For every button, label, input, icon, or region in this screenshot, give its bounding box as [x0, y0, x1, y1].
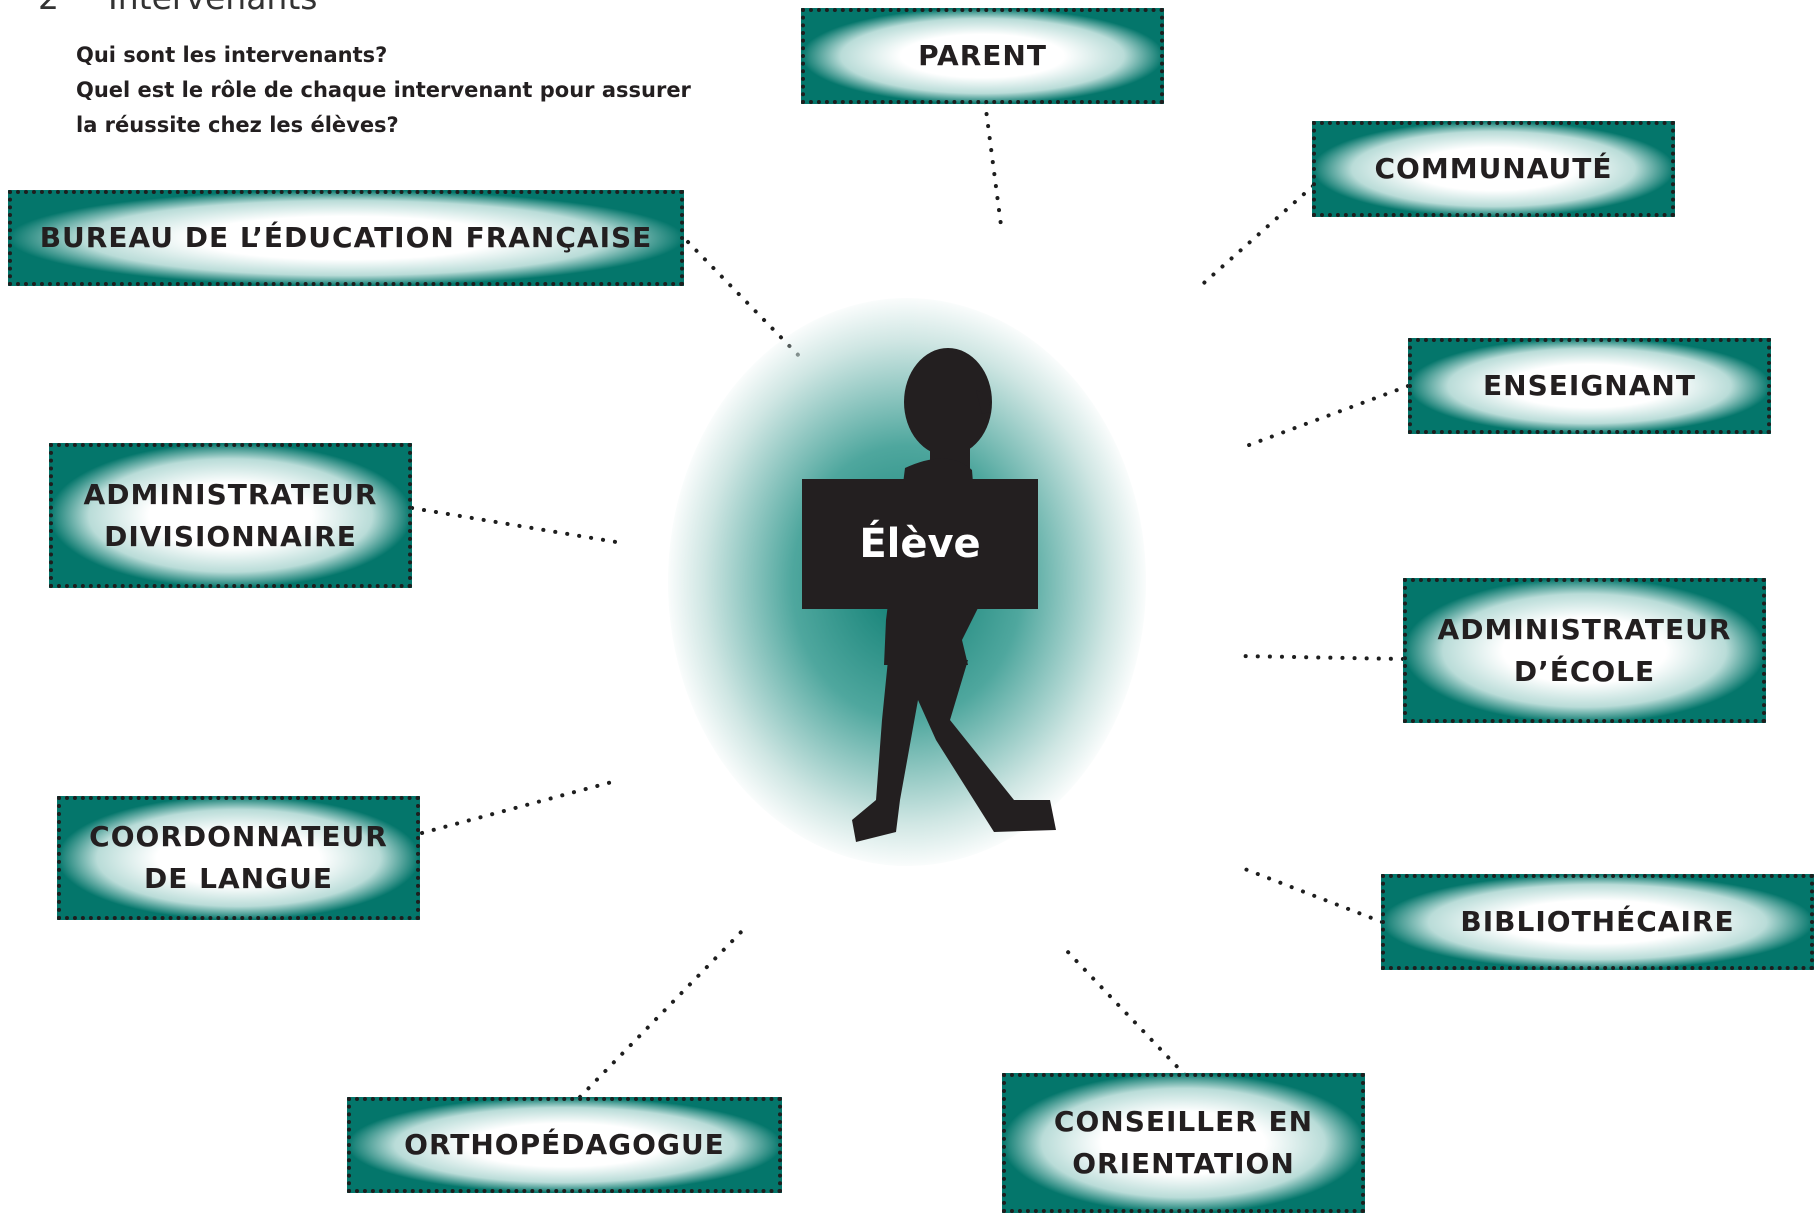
- connector-bibliothecaire: [1235, 864, 1384, 924]
- question-line-3: la réussite chez les élèves?: [76, 113, 399, 137]
- section-number: 2: [38, 0, 108, 17]
- section-title: Intervenants: [108, 0, 317, 17]
- node-parent: PARENT: [801, 8, 1164, 104]
- connector-parent: [983, 100, 1004, 235]
- node-admin-divisionnaire-label: ADMINISTRATEUR DIVISIONNAIRE: [83, 477, 378, 553]
- connector-coordonnateur: [420, 780, 614, 835]
- node-bibliothecaire-label: BIBLIOTHÉCAIRE: [1460, 905, 1735, 938]
- node-bureau-education: BUREAU DE L’ÉDUCATION FRANÇAISE: [8, 190, 684, 286]
- node-communaute: COMMUNAUTÉ: [1312, 121, 1675, 217]
- connector-admin-divisionnaire: [410, 506, 618, 544]
- node-enseignant: ENSEIGNANT: [1408, 338, 1771, 434]
- node-communaute-label: COMMUNAUTÉ: [1374, 152, 1613, 185]
- node-conseiller-orientation: CONSEILLER EN ORIENTATION: [1002, 1073, 1365, 1213]
- connector-bureau: [686, 240, 807, 364]
- node-coordonnateur-label: COORDONNATEUR DE LANGUE: [89, 820, 388, 895]
- node-admin-divisionnaire: ADMINISTRATEUR DIVISIONNAIRE: [49, 443, 412, 588]
- connector-communaute: [1194, 176, 1324, 292]
- node-admin-ecole: ADMINISTRATEUR D’ÉCOLE: [1403, 578, 1766, 723]
- node-orthopedagogue: ORTHOPÉDAGOGUE: [347, 1097, 782, 1193]
- node-admin-ecole-label: ADMINISTRATEUR D’ÉCOLE: [1437, 612, 1732, 688]
- node-enseignant-label: ENSEIGNANT: [1483, 369, 1696, 402]
- section-heading: 2Intervenants: [38, 0, 317, 17]
- connector-conseiller: [1064, 948, 1187, 1077]
- node-orthopedagogue-label: ORTHOPÉDAGOGUE: [404, 1128, 725, 1161]
- eleve-label: Élève: [859, 521, 981, 567]
- node-bibliothecaire: BIBLIOTHÉCAIRE: [1381, 874, 1814, 970]
- node-conseiller-label: CONSEILLER EN ORIENTATION: [1053, 1105, 1314, 1180]
- guiding-questions: Qui sont les intervenants? Quel est le r…: [76, 38, 691, 143]
- question-line-1: Qui sont les intervenants?: [76, 43, 388, 67]
- node-bureau-label: BUREAU DE L’ÉDUCATION FRANÇAISE: [39, 221, 653, 254]
- node-coordonnateur-langue: COORDONNATEUR DE LANGUE: [57, 796, 420, 920]
- question-line-2: Quel est le rôle de chaque intervenant p…: [76, 78, 691, 102]
- node-parent-label: PARENT: [918, 39, 1047, 72]
- eleve-center-box: Élève: [802, 479, 1038, 609]
